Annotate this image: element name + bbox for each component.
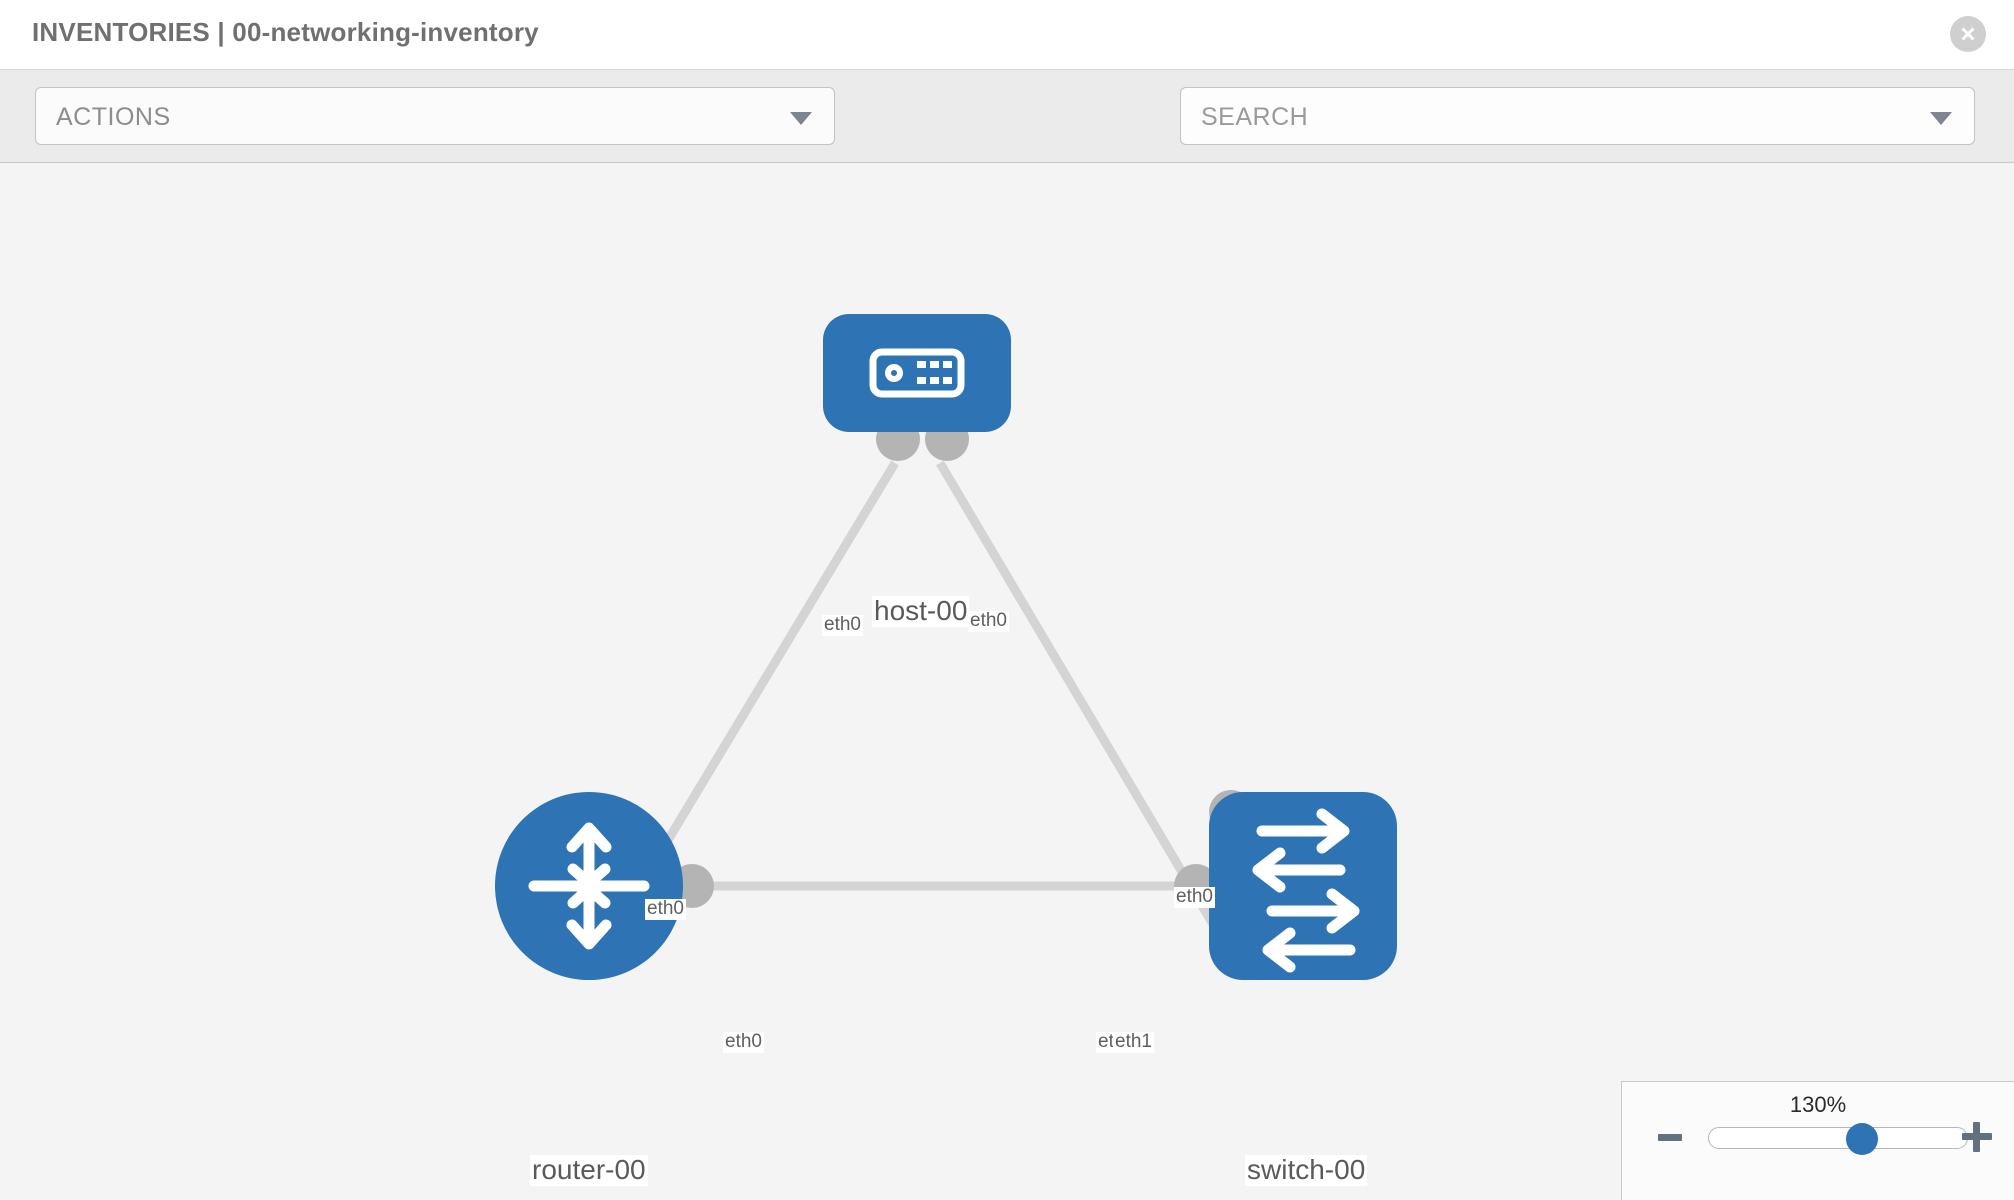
router-arrows-icon [528,822,650,950]
close-icon[interactable] [1950,16,1986,52]
switch-arrows-icon [1252,808,1360,973]
edge-label-router00-eth0-uplink: eth0 [645,898,686,920]
node-host-00[interactable] [823,314,1011,432]
edge-label-router00-eth0-east: eth0 [723,1031,764,1053]
toolbar: ACTIONS SEARCH [0,70,2014,203]
node-label-router-00: router-00 [530,1154,648,1186]
chevron-down-icon[interactable] [1930,112,1952,125]
close-glyph [1961,27,1975,41]
zoom-slider[interactable] [1708,1123,1968,1155]
page-header: INVENTORIES | 00-networking-inventory [0,0,2014,70]
node-label-switch-00: switch-00 [1245,1154,1368,1186]
edge-label-switch00-eth0-uplink: eth0 [1174,886,1215,908]
actions-dropdown-label: ACTIONS [56,103,171,131]
node-label-host-00: host-00 [872,595,970,627]
search-input[interactable]: SEARCH [1180,87,1975,145]
minus-icon[interactable] [1658,1134,1682,1141]
node-router-00[interactable] [495,792,683,980]
node-switch-00[interactable] [1209,792,1397,980]
plus-icon[interactable] [1962,1122,1992,1152]
edge-label-switch00-eth1-west: eth1 [1113,1031,1154,1053]
actions-dropdown[interactable]: ACTIONS [35,87,835,145]
edge-label-host00-eth0-left: eth0 [822,614,863,636]
chevron-down-icon [790,112,812,125]
search-placeholder: SEARCH [1201,103,1309,131]
topology-graph [495,314,1397,980]
page-title: INVENTORIES | 00-networking-inventory [32,17,539,47]
topology-canvas[interactable]: host-00 router-00 switch-00 eth0 eth0 et… [0,163,2014,1200]
zoom-control-panel: 130% [1621,1081,2014,1200]
zoom-slider-thumb[interactable] [1845,1123,1878,1155]
server-icon [869,348,965,398]
edge-label-host00-eth0-right: eth0 [968,610,1009,632]
zoom-level-label: 130% [1789,1092,1847,1117]
